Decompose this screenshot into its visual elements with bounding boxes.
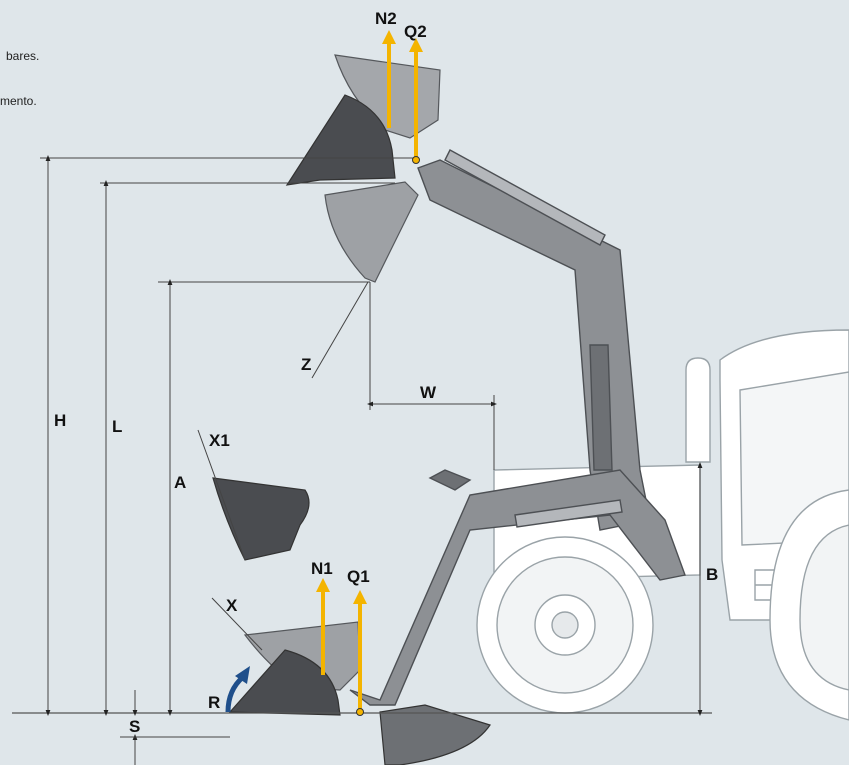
label-l: L (112, 417, 122, 436)
bucket-x1 (212, 477, 310, 561)
arrow-n2 (382, 30, 396, 128)
arrow-rotation-r (225, 666, 250, 713)
arrow-q1 (353, 590, 367, 716)
bucket-top-curl (285, 94, 396, 186)
force-arrows (225, 30, 423, 716)
label-w: W (420, 383, 437, 402)
loader-arm-lowered (349, 469, 686, 706)
label-h: H (54, 411, 66, 430)
label-a: A (174, 473, 186, 492)
arrow-n1 (316, 578, 330, 675)
note-line-2: mento. (0, 94, 37, 108)
label-b: B (706, 565, 718, 584)
label-z: Z (301, 355, 311, 374)
label-q2: Q2 (404, 22, 427, 41)
loader-arm-raised (417, 149, 651, 531)
bucket-below-ground (379, 704, 491, 765)
exhaust-pipe (685, 357, 711, 463)
raised-cylinder (444, 149, 606, 246)
front-wheel (476, 536, 654, 714)
label-x1: X1 (209, 431, 230, 450)
label-q1: Q1 (347, 567, 370, 586)
labels: N2 Q2 Z W H L X1 A N1 Q1 B X R S (54, 9, 718, 736)
label-s: S (129, 717, 140, 736)
bucket-dump (324, 181, 419, 283)
label-n2: N2 (375, 9, 397, 28)
label-n1: N1 (311, 559, 333, 578)
dimension-lines (40, 155, 703, 765)
arrow-q2 (409, 38, 423, 164)
lowered-cylinder (514, 499, 623, 528)
note-line-1: bares. (6, 49, 39, 63)
label-x: X (226, 596, 238, 615)
label-r: R (208, 693, 220, 712)
